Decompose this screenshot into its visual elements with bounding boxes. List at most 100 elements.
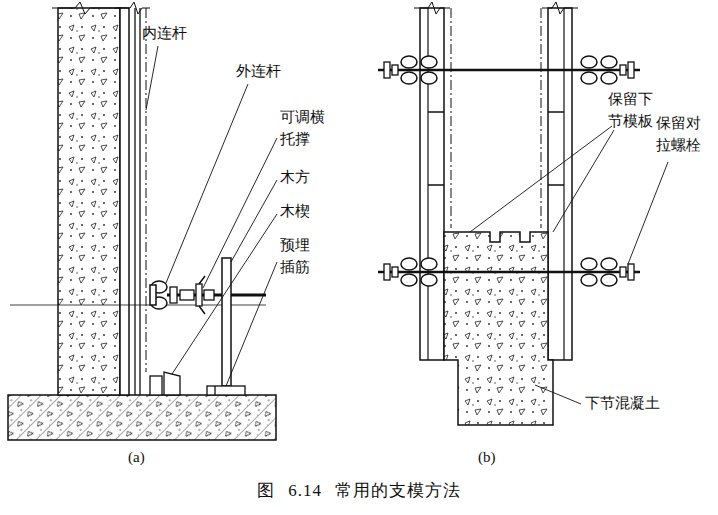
- leader-line: [146, 46, 668, 404]
- caption-box: 图 6.14 常用的支模方法: [0, 479, 718, 502]
- adjustable-brace: [180, 290, 194, 300]
- formwork-panel: [116, 2, 150, 14]
- subfigure-label: (b): [478, 446, 496, 468]
- leader-line: [470, 126, 612, 232]
- adjustable-brace: [167, 276, 266, 314]
- lower-concrete: [444, 232, 553, 425]
- tie-bolt: [378, 258, 640, 286]
- concrete-wall: [58, 8, 120, 395]
- tie-bolt: [601, 258, 617, 270]
- tie-bolt: [421, 72, 437, 84]
- label-box: 保留下 节模板: [608, 88, 658, 132]
- timber-wedge: [150, 376, 162, 395]
- label-box: 外连杆: [236, 60, 281, 82]
- part-label: 保留下 节模板: [608, 88, 658, 132]
- concrete-wall: [52, 2, 126, 14]
- tie-bolt: [378, 56, 640, 84]
- part-label: 可调横 托撑: [280, 106, 330, 150]
- part-label: 内连杆: [142, 22, 187, 44]
- label-box: 内连杆: [142, 22, 187, 44]
- formwork-panel: [420, 8, 444, 360]
- tie-bolt: [601, 56, 617, 68]
- label-box: 木楔: [280, 200, 310, 222]
- leader-line: [172, 214, 277, 374]
- adjustable-brace: [196, 284, 202, 306]
- tie-bolt: [384, 62, 390, 78]
- subfigure-label: (a): [128, 446, 145, 468]
- label-box: 预埋 插筋: [280, 234, 315, 278]
- part-label: 木方: [280, 166, 310, 188]
- formwork-panel: [548, 111, 564, 113]
- formwork-panel: [542, 2, 578, 14]
- formwork-panel: [414, 2, 450, 14]
- tie-bolt: [401, 274, 417, 286]
- tie-bolt: [421, 274, 437, 286]
- leader-line: [226, 262, 277, 386]
- part-label: 木楔: [280, 200, 310, 222]
- leader-line: [146, 46, 158, 110]
- timber-post: [222, 258, 231, 386]
- tie-bolt: [421, 258, 437, 270]
- leader-line: [535, 385, 581, 404]
- leader-line: [203, 138, 277, 288]
- embedded-bar: [214, 386, 215, 395]
- tie-bolt: [620, 65, 626, 75]
- figure-caption: 图 6.14 常用的支模方法: [257, 481, 461, 500]
- formwork-panel: [134, 8, 135, 395]
- formwork-panel: [548, 184, 564, 186]
- formwork-panel: [451, 8, 452, 228]
- timber-wedge: [150, 372, 180, 395]
- label-box: (b): [478, 446, 496, 468]
- tie-bolt: [378, 69, 640, 72]
- label-box: 保留对 拉螺栓: [656, 112, 706, 156]
- part-label: 下节混凝土: [585, 392, 660, 414]
- adjustable-brace: [170, 287, 177, 303]
- label-box: 可调横 托撑: [280, 106, 330, 150]
- formwork-panel: [563, 8, 564, 360]
- adjustable-brace: [204, 290, 214, 300]
- clamp: [150, 285, 156, 305]
- part-label: 外连杆: [236, 60, 281, 82]
- tie-bolt: [628, 62, 634, 78]
- tie-bolt: [392, 267, 398, 277]
- floor-slab: [8, 395, 276, 440]
- tie-bolt: [601, 72, 617, 84]
- tie-bolt: [620, 267, 626, 277]
- tie-bolt: [601, 274, 617, 286]
- label-box: 下节混凝土: [585, 392, 660, 414]
- formwork-panel: [116, 2, 150, 395]
- formwork-panel: [541, 8, 542, 228]
- tie-bolt: [581, 56, 597, 68]
- formwork-panel: [139, 8, 140, 395]
- embedded-bar: [207, 386, 245, 395]
- formwork-panel: [120, 8, 129, 395]
- label-box: 木方: [280, 166, 310, 188]
- part-label: 预埋 插筋: [280, 234, 315, 278]
- tie-bolt: [581, 72, 597, 84]
- tie-bolt: [401, 72, 417, 84]
- tie-bolt: [628, 264, 634, 280]
- concrete-wall: [52, 2, 126, 395]
- formwork-panel: [146, 8, 147, 372]
- tie-bolt: [401, 56, 417, 68]
- tie-bolt: [581, 258, 597, 270]
- timber-wedge: [164, 372, 180, 395]
- formwork-panel: [548, 8, 572, 360]
- timber-post: [222, 258, 231, 386]
- embedded-bar: [207, 386, 245, 395]
- tie-bolt: [392, 65, 398, 75]
- tie-bolt: [581, 274, 597, 286]
- clamp: [150, 281, 167, 309]
- tie-bolt: [421, 56, 437, 68]
- tie-bolt: [384, 264, 390, 280]
- leader-line: [628, 162, 668, 264]
- tie-bolt: [378, 271, 640, 274]
- label-box: (a): [128, 446, 145, 468]
- tie-bolt: [401, 258, 417, 270]
- formwork-panel: [428, 184, 444, 186]
- part-label: 保留对 拉螺栓: [656, 112, 706, 156]
- leader-line: [553, 130, 614, 232]
- lower-concrete: [444, 232, 553, 425]
- formwork-panel: [428, 111, 444, 113]
